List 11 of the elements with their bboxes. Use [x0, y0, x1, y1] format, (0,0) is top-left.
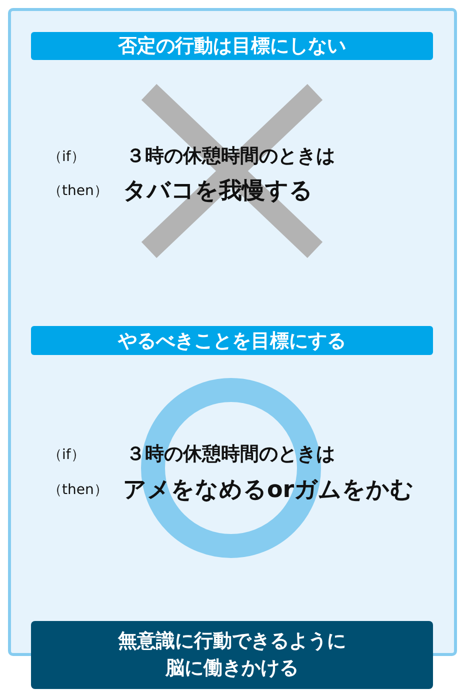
action-text: アメをなめるorガムをかむ: [123, 476, 414, 505]
section-heading: 否定の行動は目標にしない: [31, 32, 433, 60]
clause-tag: （then）: [48, 182, 108, 200]
condition-text: ３時の休憩時間のときは: [126, 144, 335, 169]
section-heading: やるべきことを目標にする: [31, 326, 433, 355]
clause-tag: （then）: [48, 481, 108, 499]
clause-tag: （if）: [48, 446, 85, 464]
clause-tag: （if）: [48, 148, 85, 166]
action-text: タバコを我慢する: [123, 177, 313, 206]
condition-text: ３時の休憩時間のときは: [126, 442, 335, 467]
summary-banner: 無意識に行動できるように脳に働きかける: [31, 621, 433, 689]
